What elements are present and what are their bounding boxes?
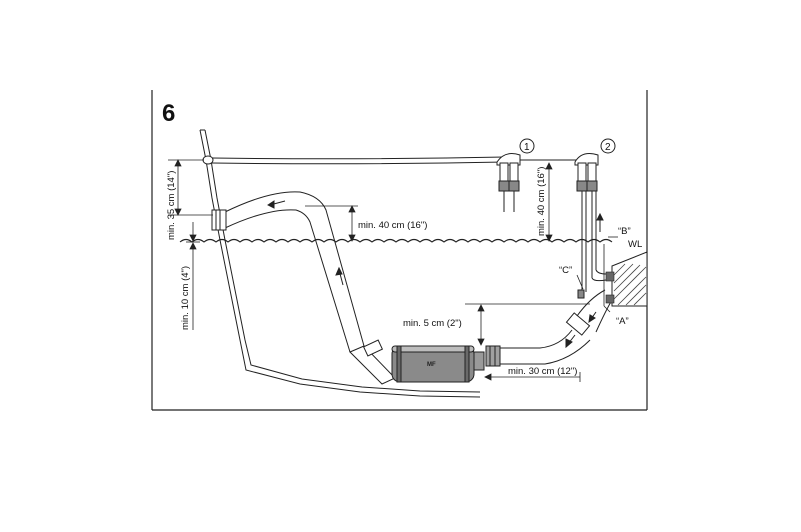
deck-line <box>202 155 578 165</box>
svg-text:1: 1 <box>524 142 530 153</box>
dimension-min-5: min. 5 cm (2") <box>403 318 462 329</box>
boat-hull <box>199 129 481 398</box>
figure-frame <box>151 90 648 411</box>
step-number: 6 <box>162 100 175 127</box>
engine-hose <box>500 289 613 365</box>
flow-arrow-upper <box>267 200 286 209</box>
flow-arrow-riser <box>596 212 604 232</box>
dimension-min-30: min. 30 cm (12") <box>508 366 577 377</box>
muffler-label: MF <box>427 362 436 368</box>
muffler <box>349 339 501 385</box>
exhaust-hose <box>211 191 365 353</box>
dimension-lines <box>168 159 611 382</box>
point-a-label: “A” <box>616 316 629 327</box>
variant-1-marker: 1 <box>519 138 535 154</box>
dimension-min-35: min. 35 cm (14") <box>166 171 177 240</box>
point-b-label: “B” <box>618 226 631 237</box>
flow-arrow-engine-out <box>588 311 597 324</box>
dimension-min-40-left: min. 40 cm (16") <box>358 220 427 231</box>
dimension-min-40-right: min. 40 cm (16") <box>536 167 547 236</box>
engine-block <box>605 251 648 307</box>
dimension-min-10: min. 10 cm (4") <box>180 266 191 330</box>
variant-2-marker: 2 <box>600 138 616 154</box>
flow-arrow-lower <box>565 334 576 349</box>
svg-text:2: 2 <box>605 142 611 153</box>
syphon-break-variant-1 <box>496 153 521 212</box>
water-line <box>179 238 613 243</box>
point-c-label: “C” <box>559 265 572 276</box>
syphon-break-variant-2 <box>574 153 607 299</box>
flow-arrow-descent <box>335 266 344 286</box>
waterline-label: WL <box>628 239 642 250</box>
